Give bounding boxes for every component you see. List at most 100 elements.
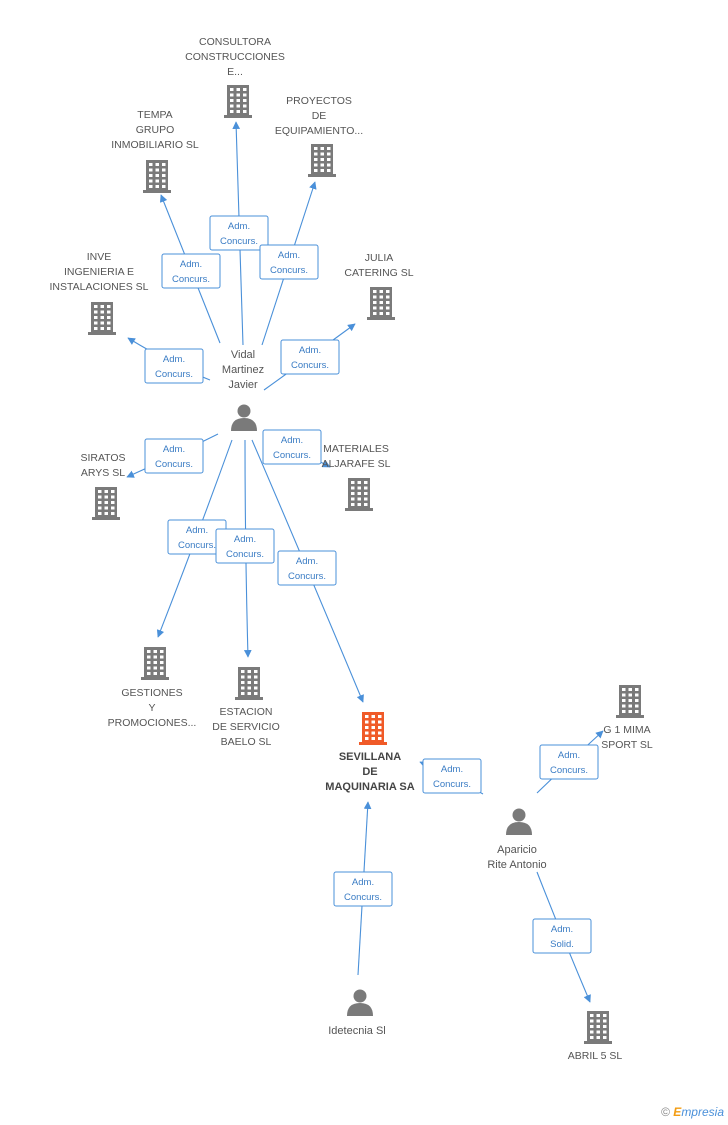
edge-label-aparicio-g1mima[interactable]: Adm. Concurs. (539, 744, 599, 780)
person-icon (231, 404, 257, 431)
edge-label-text: Concurs. (220, 236, 258, 247)
node-label-line: DE SERVICIO (212, 721, 280, 733)
edge-label-box (144, 348, 204, 384)
edge-label-idetecnia-sevillana[interactable]: Adm.Concurs. (333, 871, 393, 907)
building-icon (359, 712, 387, 745)
edge-label-text: Adm. (163, 354, 185, 365)
node-label-line: ESTACION (220, 706, 273, 718)
edge-label-text: Adm. (296, 556, 318, 567)
edge-label-box (277, 550, 337, 586)
edge-label-vidal-julia[interactable]: Adm.Concurs. (280, 339, 340, 375)
node-julia[interactable]: JULIA CATERING SL (344, 252, 414, 320)
edge-label-text: Concurs. (178, 540, 216, 551)
edge-label-vidal-materiales[interactable]: Adm. Concurs. (262, 429, 322, 465)
edge-label-vidal-inve[interactable]: Adm. Concurs. (144, 348, 204, 384)
node-label-line: ARYS SL (81, 467, 125, 479)
edge-label-text: Adm. (186, 525, 208, 536)
edge-label-box (144, 438, 204, 474)
edge-label-text: Adm. (551, 924, 573, 935)
person-icon (506, 808, 532, 835)
building-icon (88, 302, 116, 335)
edge-label-text: Concurs. (550, 765, 588, 776)
edge-label-text: Adm. (228, 221, 250, 232)
edge-label-text: Adm. (163, 444, 185, 455)
edge-label-text: Adm. (234, 534, 256, 545)
edge-label-box (280, 339, 340, 375)
node-label-line: E... (227, 66, 243, 78)
edge-label-text: Concurs. (288, 571, 326, 582)
edge-label-text: Adm. (180, 259, 202, 270)
building-icon (141, 647, 169, 680)
building-icon (92, 487, 120, 520)
node-label-line: CONSTRUCCIONES (185, 51, 285, 63)
edge-label-text: Concurs. (433, 779, 471, 790)
edge-label-text: Adm. (558, 750, 580, 761)
edge-label-vidal-tempa[interactable]: Adm. Concurs. (161, 253, 221, 289)
edge-label-vidal-proyectos[interactable]: Adm.Concurs. (259, 244, 319, 280)
edge-label-text: Concurs. (172, 274, 210, 285)
edge-label-text: Adm. (299, 345, 321, 356)
edge-label-box (532, 918, 592, 954)
node-idetecnia[interactable]: Idetecnia Sl (328, 989, 386, 1038)
node-proyectos[interactable]: PROYECTOSDEEQUIPAMIENTO... (275, 95, 363, 177)
building-icon (143, 160, 171, 193)
edge-label-vidal-consultora[interactable]: Adm. Concurs. (209, 215, 269, 251)
edge-label-aparicio-sevillana[interactable]: Adm.Concurs. (422, 758, 482, 794)
edge-label-vidal-estacion[interactable]: Adm. Concurs. (215, 528, 275, 564)
edge-label-vidal-siratos[interactable]: Adm.Concurs. (144, 438, 204, 474)
node-label-line: CONSULTORA (199, 36, 271, 48)
node-label-line: Aparicio (497, 844, 537, 856)
edge-label-aparicio-abril5[interactable]: Adm.Solid. (532, 918, 592, 954)
brand-name: mpresia (681, 1105, 724, 1119)
building-icon (616, 685, 644, 718)
edge-label-box (539, 744, 599, 780)
node-label-line: Rite Antonio (487, 859, 546, 871)
node-label-line: SEVILLANA (339, 751, 401, 763)
building-icon (224, 85, 252, 118)
edge-label-text: Adm. (281, 435, 303, 446)
edge-label-text: Concurs. (273, 450, 311, 461)
edge-label-text: Adm. (352, 877, 374, 888)
copyright-notice: © Empresia (661, 1105, 724, 1119)
node-label-line: GESTIONES (121, 687, 182, 699)
edge-label-box (422, 758, 482, 794)
node-label-line: DE (362, 766, 377, 778)
node-label-line: EQUIPAMIENTO... (275, 125, 363, 137)
edge-labels-layer: Adm. Concurs. Adm. Concurs. Adm. Concurs. Adm.… (144, 215, 599, 954)
edge-label-box (262, 429, 322, 465)
brand-initial: E (673, 1105, 682, 1119)
node-abril5[interactable]: ABRIL 5 SL (568, 1011, 623, 1062)
edge-label-text: Concurs. (155, 369, 193, 380)
node-gestiones[interactable]: GESTIONESYPROMOCIONES... (108, 647, 197, 729)
node-label-line: Javier (228, 379, 258, 391)
node-estacion[interactable]: ESTACION DE SERVICIO BAELO SL (212, 667, 280, 748)
node-label-line: BAELO SL (221, 736, 272, 748)
edge-label-text: Concurs. (270, 265, 308, 276)
building-icon (345, 478, 373, 511)
building-icon (308, 144, 336, 177)
edge-label-text: Concurs. (226, 549, 264, 560)
node-label-line: SIRATOS (80, 452, 125, 464)
node-label-line: DE (312, 110, 327, 122)
node-label-line: MATERIALES (323, 443, 389, 455)
node-consultora[interactable]: CONSULTORA CONSTRUCCIONES E... (185, 36, 285, 118)
node-label-line: INSTALACIONES SL (49, 281, 148, 293)
node-label-line: Idetecnia Sl (328, 1025, 385, 1037)
node-label-line: ABRIL 5 SL (568, 1050, 623, 1062)
node-label-line: SPORT SL (601, 739, 653, 751)
node-label-line: JULIA (365, 252, 394, 264)
node-siratos[interactable]: SIRATOS ARYS SL (80, 452, 126, 520)
person-icon (347, 989, 373, 1016)
node-label-line: CATERING SL (344, 267, 413, 279)
building-icon (584, 1011, 612, 1044)
edge-label-vidal-sevillana[interactable]: Adm. Concurs. (277, 550, 337, 586)
building-icon (235, 667, 263, 700)
node-label-line: INMOBILIARIO SL (111, 139, 199, 151)
